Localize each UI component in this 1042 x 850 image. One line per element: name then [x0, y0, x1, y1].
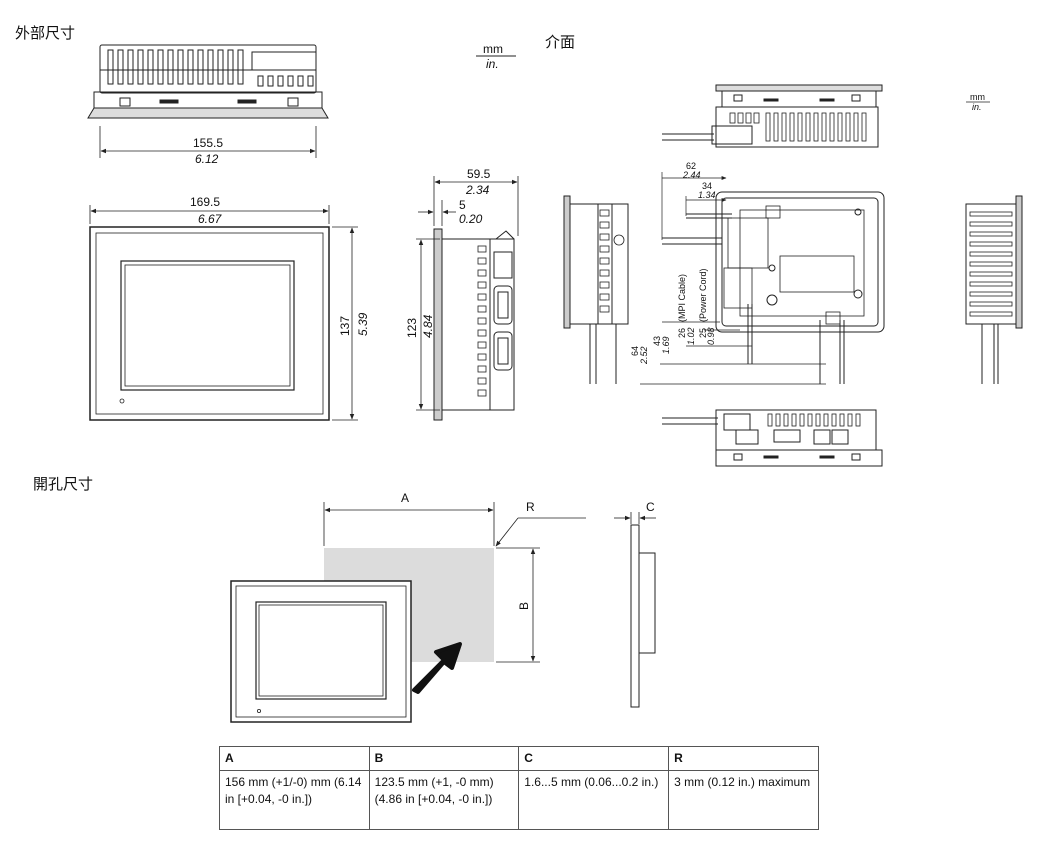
interface-rear-labels: 62 2.44 34 1.34 (MPI Cable) (Power Cord)… — [630, 161, 716, 365]
section-label-external-dimensions: 外部尺寸 — [15, 24, 76, 42]
mpi-cable-label: (MPI Cable) — [677, 274, 687, 322]
dim-25-in: 0.98 — [706, 327, 716, 345]
interface-left-side-view — [563, 195, 629, 384]
cutout-label-a: A — [401, 491, 409, 505]
table-row: 156 mm (+1/-0) mm (6.14 in [+0.04, -0 in… — [219, 770, 819, 830]
cutout-dimension-b: B — [496, 547, 540, 663]
top-width-in: 6.12 — [195, 152, 219, 166]
table-header-r: R — [668, 746, 819, 771]
cutout-label-r: R — [526, 500, 535, 514]
unit-mm-small: mm — [970, 92, 985, 102]
dim-62-in: 2.44 — [682, 170, 701, 180]
unit-in: in. — [486, 57, 499, 71]
top-width-mm: 155.5 — [193, 136, 223, 150]
section-label-cutout-dimensions: 開孔尺寸 — [33, 475, 94, 493]
dim-26-in: 1.02 — [686, 327, 696, 345]
unit-legend-interface: mm in. — [966, 92, 990, 112]
top-view-drawing — [87, 44, 329, 119]
unit-mm: mm — [483, 42, 503, 56]
dimension-side-height: 123 4.84 — [405, 238, 440, 411]
front-height-in: 5.39 — [356, 312, 370, 336]
dimension-side-depth: 59.5 2.34 5 0.20 — [418, 167, 519, 236]
dim-43-in: 1.69 — [661, 336, 671, 354]
dimension-front-height: 137 5.39 — [332, 226, 370, 421]
front-height-mm: 137 — [338, 316, 352, 336]
cutout-dimension-a: A — [323, 491, 495, 546]
dim-64-mm: 64 — [630, 346, 640, 356]
table-cell-b: 123.5 mm (+1, -0 mm) (4.86 in [+0.04, -0… — [368, 770, 520, 830]
cutout-spec-table: A B C R 156 mm (+1/-0) mm (6.14 in [+0.0… — [219, 746, 819, 830]
interface-rear-view — [662, 191, 885, 384]
front-width-in: 6.67 — [198, 212, 223, 226]
dim-64-in: 2.52 — [639, 346, 649, 365]
unit-in-small: in. — [972, 102, 982, 112]
table-header-b: B — [368, 746, 520, 771]
side-view-drawing — [433, 228, 515, 421]
unit-legend: mm in. — [476, 42, 516, 71]
interface-bottom-view — [662, 409, 883, 467]
cutout-label-c: C — [646, 500, 655, 514]
dim-26-mm: 26 — [677, 328, 687, 338]
top-view-vents — [107, 49, 314, 87]
side-height-mm: 123 — [405, 318, 419, 338]
side-depth-mm: 59.5 — [467, 167, 491, 181]
table-cell-r: 3 mm (0.12 in.) maximum — [668, 770, 819, 830]
interface-right-side-view — [965, 195, 1023, 384]
cutout-label-b: B — [517, 602, 531, 610]
interface-rear-dimensions — [640, 172, 826, 385]
side-view-vents — [477, 245, 487, 397]
interface-top-view — [662, 84, 883, 148]
cutout-side-view — [614, 512, 656, 708]
cutout-dimension-r: R — [495, 500, 586, 547]
side-bezel-in: 0.20 — [459, 212, 483, 226]
dimension-top-width: 155.5 6.12 — [99, 126, 317, 166]
table-cell-a: 156 mm (+1/-0) mm (6.14 in [+0.04, -0 in… — [219, 770, 370, 830]
dim-34-mm: 34 — [702, 181, 712, 191]
side-depth-in: 2.34 — [465, 183, 490, 197]
section-label-interface: 介面 — [545, 33, 576, 51]
front-width-mm: 169.5 — [190, 195, 220, 209]
dim-62-mm: 62 — [686, 161, 696, 171]
cutout-panel-drawing — [230, 548, 494, 723]
dim-43-mm: 43 — [652, 336, 662, 346]
table-header-row: A B C R — [219, 746, 819, 771]
table-header-a: A — [219, 746, 370, 771]
side-height-in: 4.84 — [421, 314, 435, 338]
dim-34-in: 1.34 — [698, 190, 716, 200]
side-bezel-mm: 5 — [459, 198, 466, 212]
power-cord-label: (Power Cord) — [698, 268, 708, 322]
dim-25-mm: 25 — [698, 328, 708, 338]
front-view-drawing — [89, 226, 330, 421]
dimension-front-width: 169.5 6.67 — [89, 195, 330, 226]
table-cell-c: 1.6...5 mm (0.06...0.2 in.) — [518, 770, 670, 830]
table-header-c: C — [518, 746, 670, 771]
